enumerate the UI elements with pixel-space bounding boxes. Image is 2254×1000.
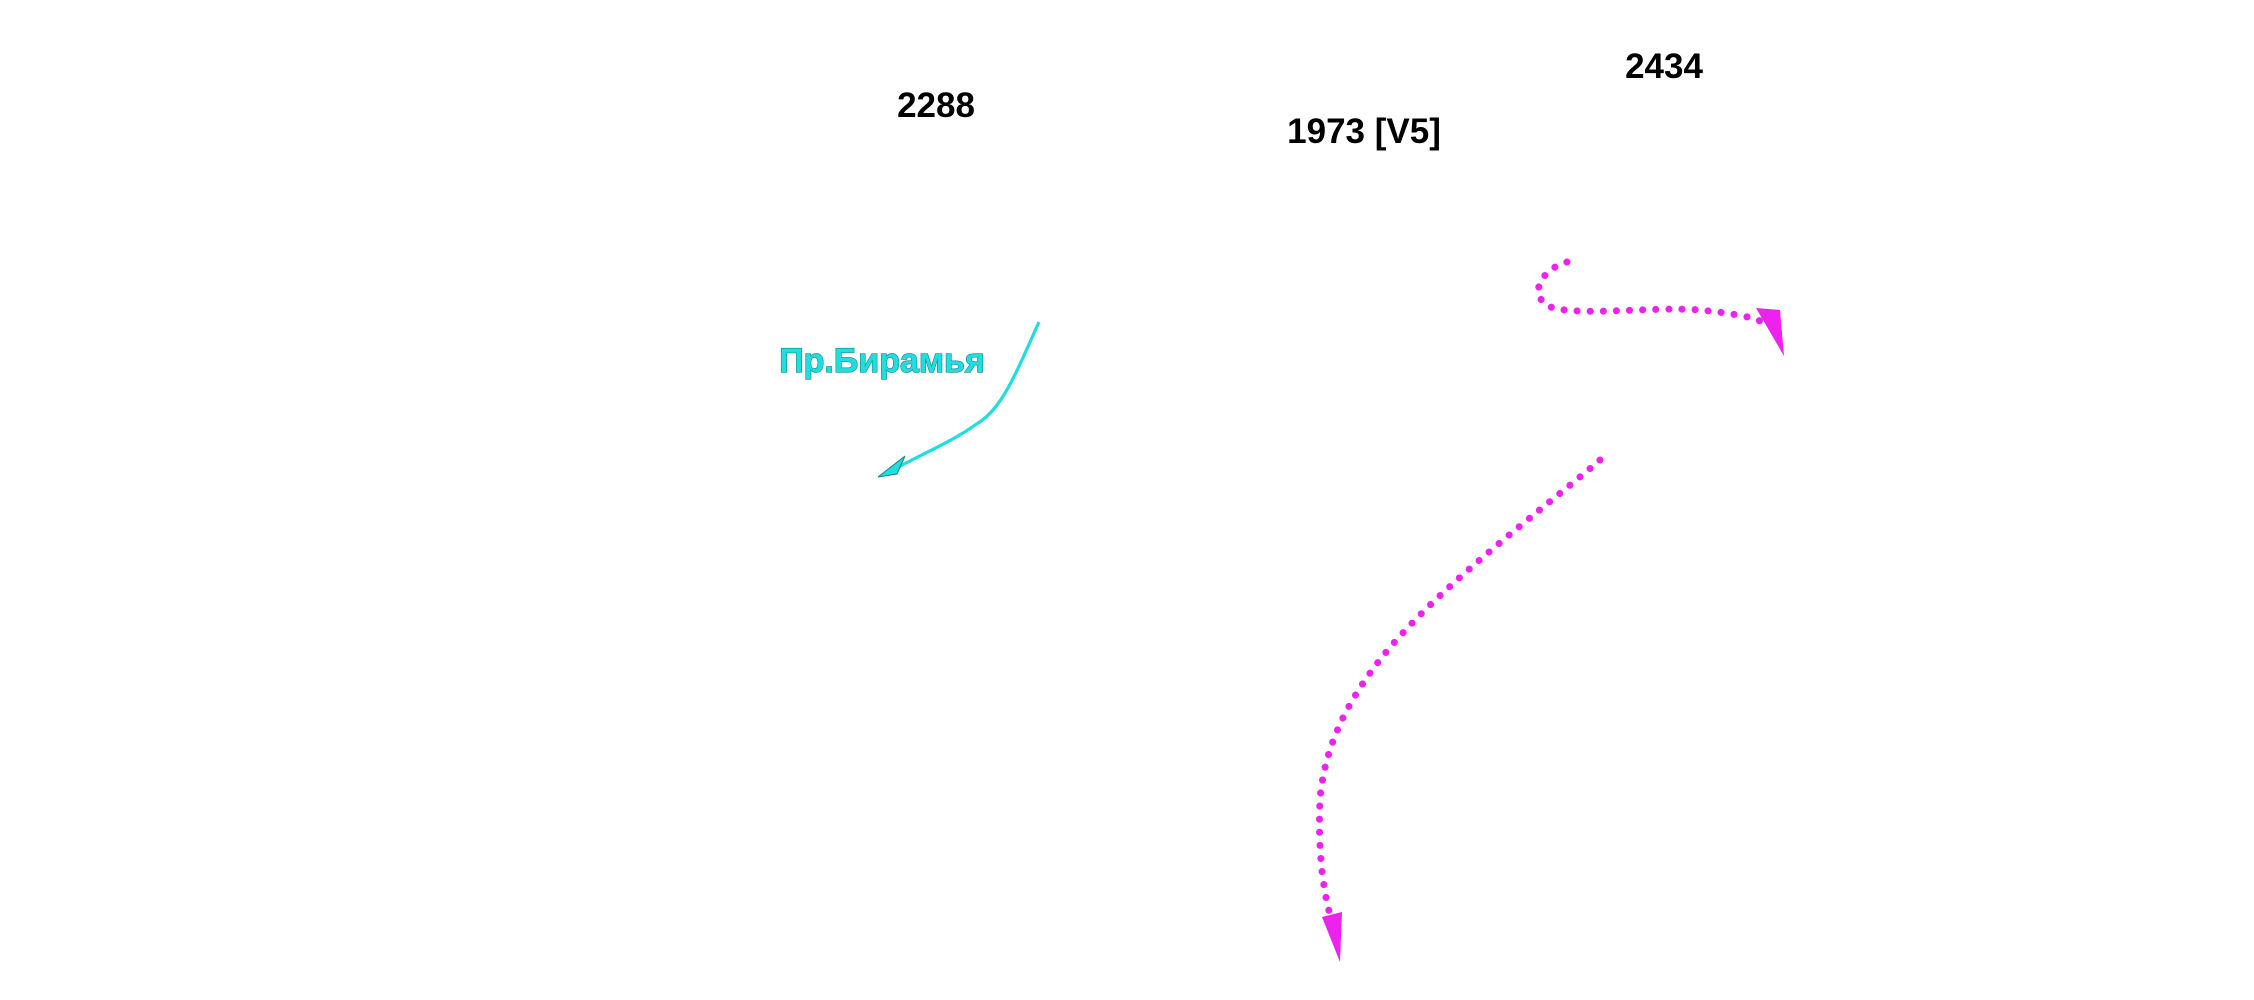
river-label: Пр.Бирамья [779, 342, 985, 380]
river-flow-arrowhead [877, 455, 906, 478]
route-arrow-upper-icon [1535, 258, 1784, 356]
river-flow-line [892, 321, 1041, 472]
peak-label-2434: 2434 [1625, 47, 1703, 86]
route-lower-line [1315, 456, 1604, 919]
route-upper-line [1535, 258, 1766, 326]
river-flow-icon [877, 321, 1041, 478]
peak-label-1973: 1973 [V5] [1287, 112, 1441, 151]
route-lower-arrowhead [1322, 912, 1342, 962]
peak-label-2288: 2288 [897, 86, 975, 125]
route-arrow-lower-icon [1315, 456, 1604, 962]
route-upper-arrowhead [1756, 308, 1784, 356]
